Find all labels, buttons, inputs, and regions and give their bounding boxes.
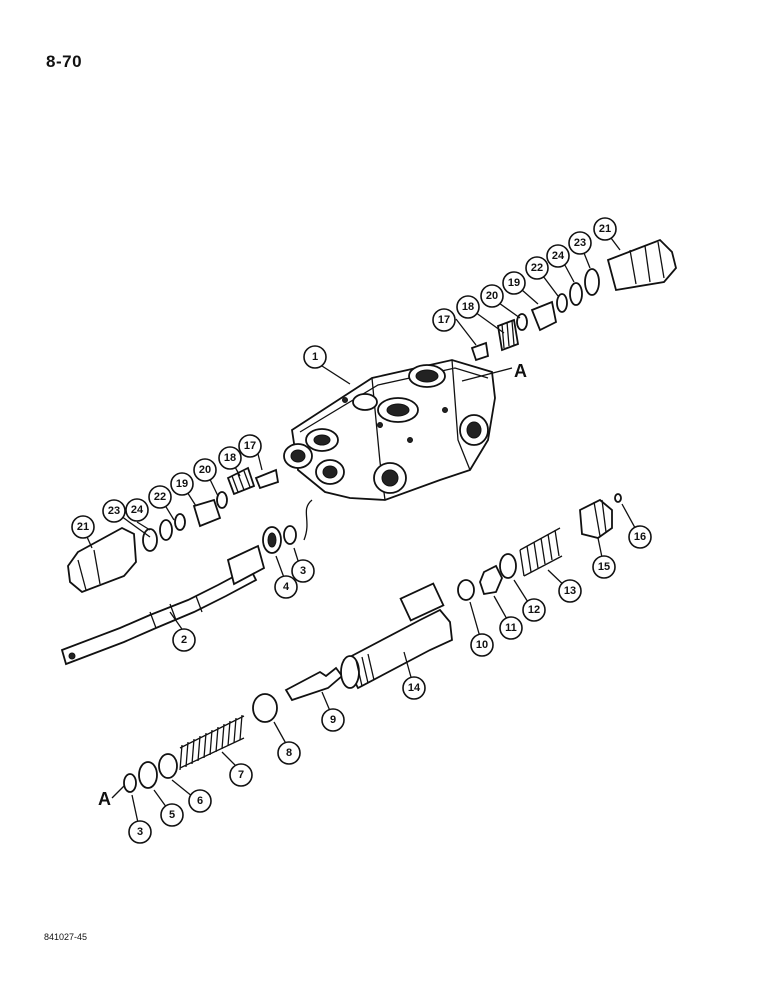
svg-text:12: 12 [528, 604, 540, 616]
svg-text:11: 11 [505, 622, 517, 634]
spool [60, 544, 266, 666]
callout-24-left: 24 [125, 498, 149, 522]
svg-text:7: 7 [238, 769, 244, 781]
callout-2: 2 [172, 628, 196, 652]
callout-14: 14 [402, 676, 426, 700]
callout-9: 9 [321, 708, 345, 732]
callout-20-right: 20 [480, 284, 504, 308]
svg-text:3: 3 [137, 826, 143, 838]
svg-text:24: 24 [552, 250, 565, 262]
reference-a-lower: A [98, 789, 111, 809]
callout-22-left: 22 [148, 485, 172, 509]
svg-text:22: 22 [531, 262, 543, 274]
svg-text:2: 2 [181, 634, 187, 646]
valve-body [283, 359, 496, 501]
callout-5: 5 [160, 803, 184, 827]
svg-text:10: 10 [476, 639, 488, 651]
callout-19-left: 19 [170, 472, 194, 496]
svg-text:17: 17 [244, 440, 256, 452]
svg-text:3: 3 [300, 565, 306, 577]
svg-text:4: 4 [283, 581, 290, 593]
centering-spring [179, 693, 278, 771]
svg-text:23: 23 [574, 237, 586, 249]
svg-text:17: 17 [438, 314, 450, 326]
end-cap-assembly [457, 493, 622, 601]
callout-23-right: 23 [568, 231, 592, 255]
svg-text:16: 16 [634, 531, 646, 543]
svg-text:15: 15 [598, 561, 610, 573]
callout-23-left: 23 [102, 499, 126, 523]
callout-21-right: 21 [593, 217, 617, 241]
svg-text:18: 18 [224, 452, 236, 464]
callout-18-right: 18 [456, 295, 480, 319]
callout-3-lower: 3 [128, 820, 152, 844]
svg-text:19: 19 [176, 478, 188, 490]
callout-24-right: 24 [546, 244, 570, 268]
svg-text:20: 20 [486, 290, 498, 302]
callout-19-right: 19 [502, 271, 526, 295]
svg-text:6: 6 [197, 795, 203, 807]
callout-17-right: 17 [432, 308, 456, 332]
callout-17-left: 17 [238, 434, 262, 458]
callout-3-upper: 3 [291, 559, 315, 583]
page-number: 8-70 [46, 52, 83, 71]
svg-text:8: 8 [286, 747, 292, 759]
callout-16: 16 [628, 525, 652, 549]
callout-6: 6 [188, 789, 212, 813]
svg-text:21: 21 [599, 223, 611, 235]
callout-13: 13 [558, 579, 582, 603]
callout-4: 4 [274, 575, 298, 599]
callout-12: 12 [522, 598, 546, 622]
callout-1: 1 [303, 345, 327, 369]
seals [123, 525, 297, 793]
relief-valve-left [67, 466, 280, 594]
reference-a-upper: A [514, 361, 527, 381]
callout-20-left: 20 [193, 458, 217, 482]
callout-8: 8 [277, 741, 301, 765]
svg-text:21: 21 [77, 521, 89, 533]
callout-10: 10 [470, 633, 494, 657]
svg-text:1: 1 [312, 351, 318, 363]
svg-text:5: 5 [169, 809, 175, 821]
svg-text:14: 14 [408, 682, 421, 694]
svg-text:13: 13 [564, 585, 576, 597]
svg-text:24: 24 [131, 504, 144, 516]
callout-18-left: 18 [218, 446, 242, 470]
svg-text:18: 18 [462, 301, 474, 313]
svg-text:20: 20 [199, 464, 211, 476]
svg-text:9: 9 [330, 714, 336, 726]
spool-bolt-and-cap [284, 582, 453, 702]
callout-21-left: 21 [71, 515, 95, 539]
figure-code: 841027-45 [44, 932, 88, 942]
relief-valve-right [470, 238, 677, 362]
callout-15: 15 [592, 555, 616, 579]
callout-22-right: 22 [525, 256, 549, 280]
svg-text:23: 23 [108, 505, 120, 517]
svg-text:22: 22 [154, 491, 166, 503]
svg-text:19: 19 [508, 277, 520, 289]
callout-7: 7 [229, 763, 253, 787]
callout-11: 11 [499, 616, 523, 640]
